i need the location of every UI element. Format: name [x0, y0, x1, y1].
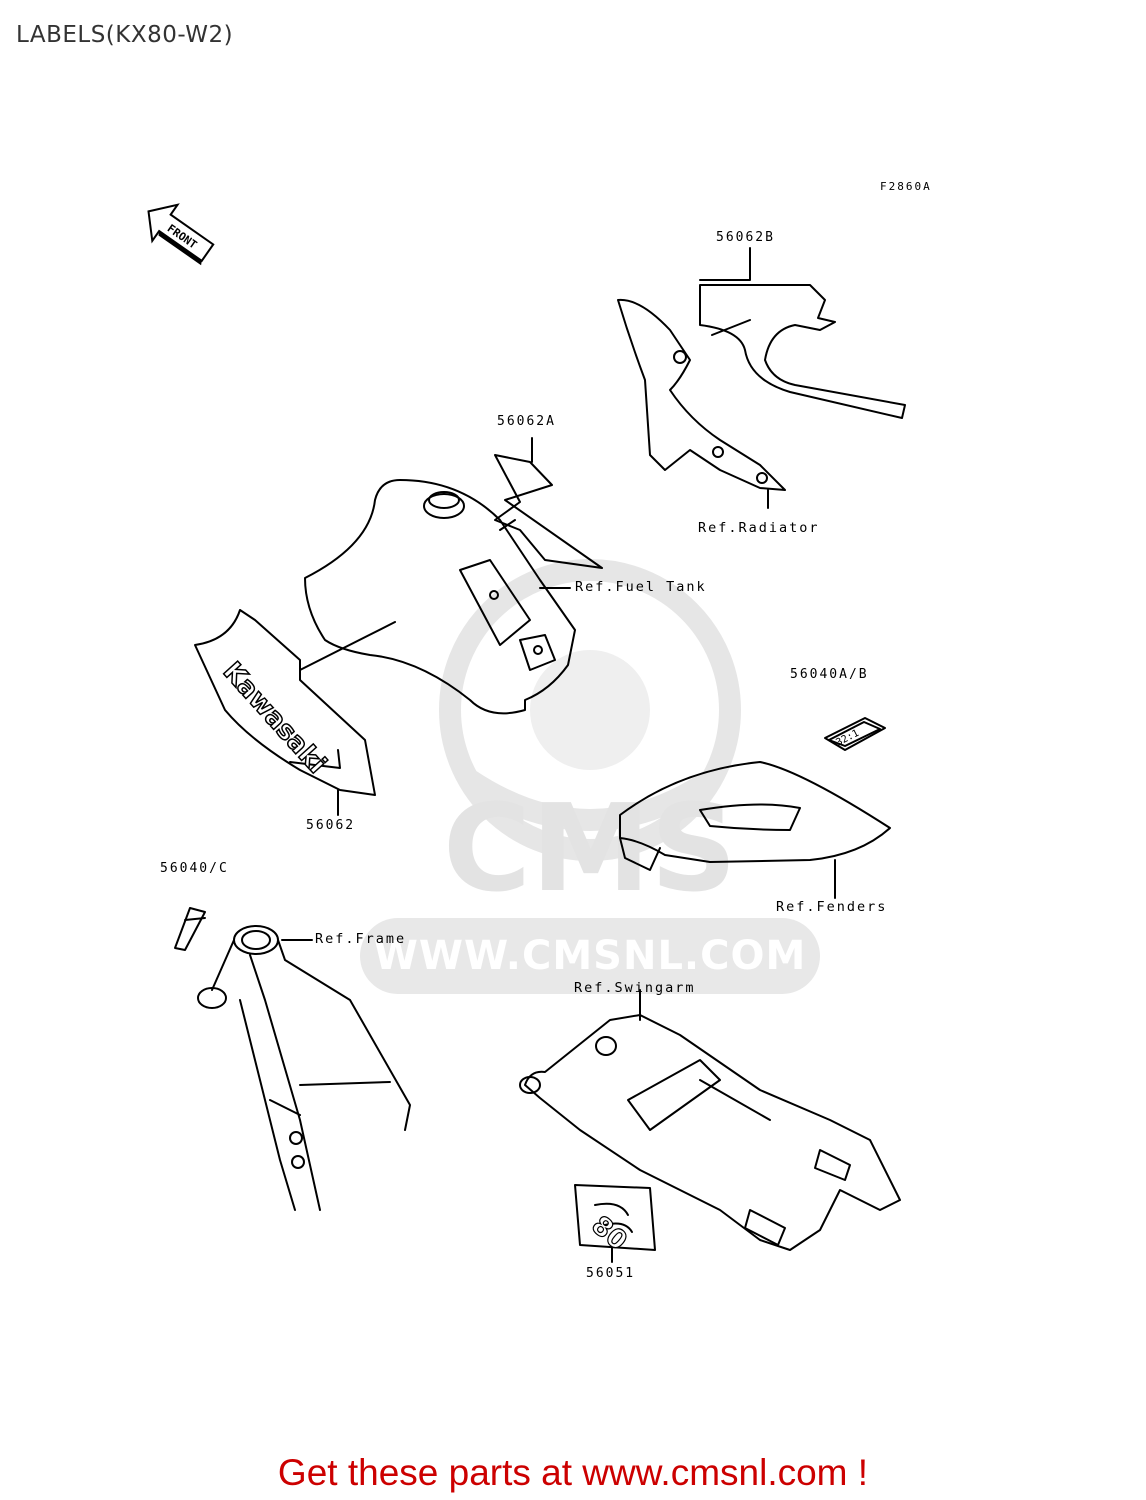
figure-code: F2860A: [880, 180, 932, 193]
model-decal-text: 80: [586, 1210, 633, 1256]
watermark-url: WWW.CMSNL.COM: [360, 918, 820, 994]
part-number-56062: 56062: [306, 818, 356, 833]
leader-56062A: [499, 437, 533, 531]
part-number-56051: 56051: [586, 1266, 636, 1281]
ref-swingarm: Ref.Swingarm: [574, 980, 696, 996]
ref-radiator: Ref.Radiator: [698, 520, 820, 536]
ref-fenders: Ref.Fenders: [776, 899, 888, 915]
front-arrow-icon: FRONT: [147, 203, 215, 266]
footer-link-text[interactable]: Get these parts at www.cmsnl.com !: [277, 1452, 869, 1493]
part-number-56040C: 56040/C: [160, 861, 229, 876]
ref-frame: Ref.Frame: [315, 931, 407, 947]
page-title: LABELS(KX80-W2): [16, 22, 234, 48]
ref-fuel-tank: Ref.Fuel Tank: [575, 579, 707, 595]
part-number-56062A: 56062A: [497, 414, 556, 429]
leader-56062B: [699, 247, 751, 336]
kawasaki-decal-text: Kawasaki: [217, 657, 332, 780]
part-number-56062B: 56062B: [716, 230, 775, 245]
watermark-brand: CMS: [443, 780, 737, 919]
cms-watermark-logo: CMS: [439, 559, 741, 919]
part-number-56040AB: 56040A/B: [790, 667, 869, 682]
